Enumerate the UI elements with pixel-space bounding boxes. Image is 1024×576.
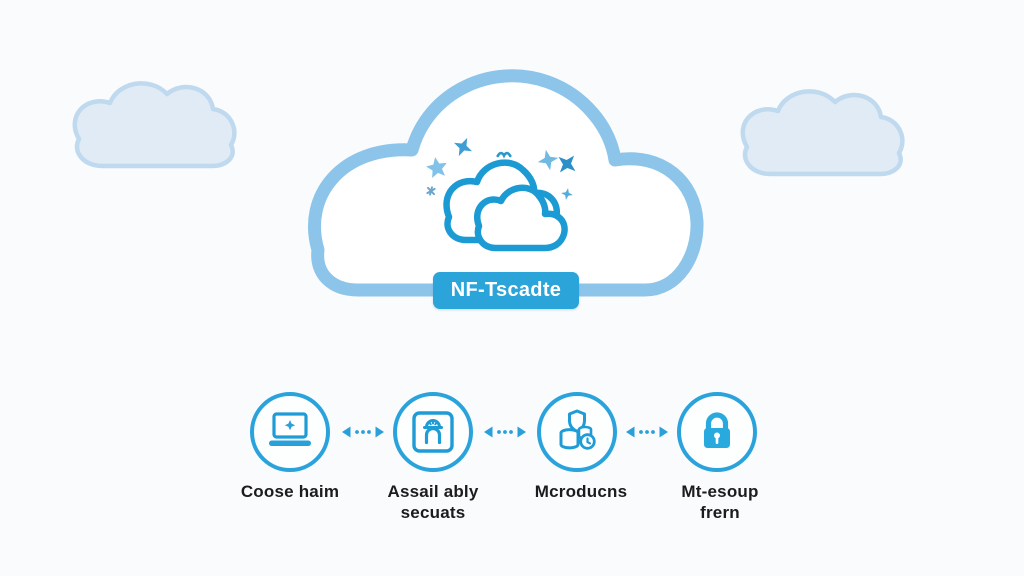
left-background-cloud [72, 81, 237, 169]
inner-cloud-front [474, 184, 568, 252]
step-circle-protected-data [537, 392, 617, 472]
dotted-arrow-connector [341, 425, 385, 439]
step-circle-device [250, 392, 330, 472]
dotted-arrow-connector [625, 425, 669, 439]
step-circle-lock [677, 392, 757, 472]
step-caption-secure-app: Assail ably secuats [387, 482, 479, 522]
step-circle-secure-app [393, 392, 473, 472]
protected-data-icon [559, 409, 596, 450]
step-caption-protected-data: Mcroducns [534, 482, 628, 501]
padlock-icon [704, 412, 730, 448]
dark-bird-icon [558, 155, 576, 173]
keyhole-icon [714, 432, 720, 439]
double-arrow-icon [342, 426, 384, 438]
sparkle-star-icon [537, 149, 559, 171]
small-star-icon [561, 188, 573, 200]
cloud-platform-label: NF-Tscadte [433, 272, 579, 309]
scribble-icon [426, 186, 436, 196]
app-lock-icon [412, 411, 454, 453]
star-icon [426, 157, 447, 178]
bird-icon [496, 151, 512, 159]
sparkle-bird-icon [453, 137, 473, 157]
laptop-icon [269, 412, 311, 446]
step-caption-lock: Mt-esoup frern [681, 482, 759, 522]
clock-badge-icon [579, 433, 596, 450]
step-caption-device: Coose haim [240, 482, 340, 501]
dotted-arrow-connector [483, 425, 527, 439]
double-arrow-icon [484, 426, 526, 438]
screen-sparkle-icon [284, 420, 296, 431]
double-arrow-icon [626, 426, 668, 438]
right-background-cloud [740, 89, 905, 177]
